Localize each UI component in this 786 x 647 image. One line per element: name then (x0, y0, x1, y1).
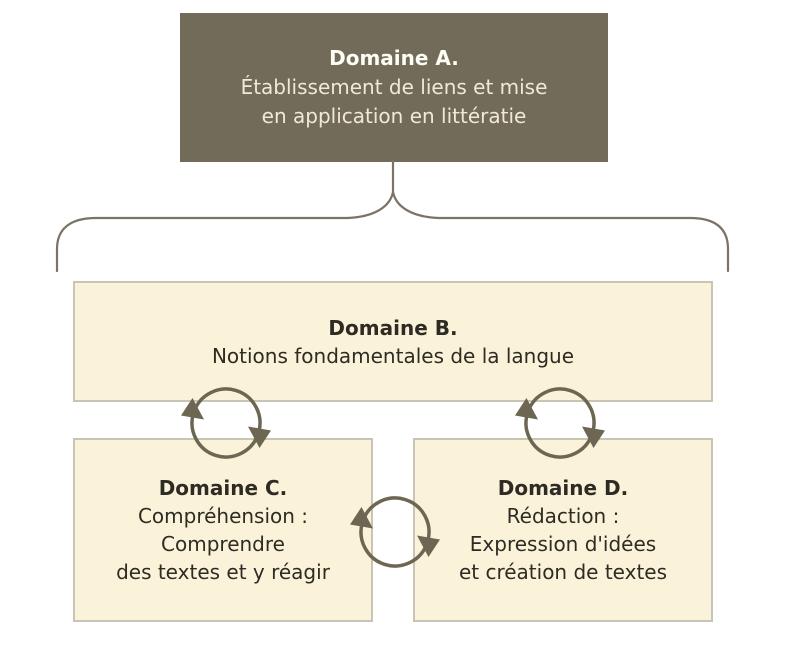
domain-d-title: Domaine D. (497, 476, 629, 500)
cycle-arrows-icon (350, 496, 440, 568)
domain-d-box: Domaine D. Rédaction : Expression d'idée… (413, 438, 713, 622)
domain-c-line: des textes et y réagir (116, 560, 330, 584)
cycle-arrows-icon (515, 387, 605, 459)
domain-b-line: Notions fondamentales de la langue (211, 343, 575, 368)
domain-b-title: Domaine B. (328, 315, 458, 340)
domain-d-line: et création de textes (458, 560, 668, 584)
domain-a-title: Domaine A. (329, 46, 459, 70)
domain-a-line: Établissement de liens et mise (240, 75, 548, 99)
domain-a-line: en application en littératie (261, 104, 527, 128)
domain-b-box: Domaine B. Notions fondamentales de la l… (73, 281, 713, 402)
domain-d-line: Expression d'idées (469, 532, 657, 556)
domain-c-line: Comprendre (161, 532, 285, 556)
domain-d-line: Rédaction : (506, 504, 620, 528)
domain-a-box: Domaine A. Établissement de liens et mis… (180, 13, 608, 162)
domain-c-box: Domaine C. Compréhension : Comprendre de… (73, 438, 373, 622)
domain-c-title: Domaine C. (158, 476, 288, 500)
domain-c-line: Compréhension : (137, 504, 309, 528)
cycle-arrows-icon (181, 387, 271, 459)
